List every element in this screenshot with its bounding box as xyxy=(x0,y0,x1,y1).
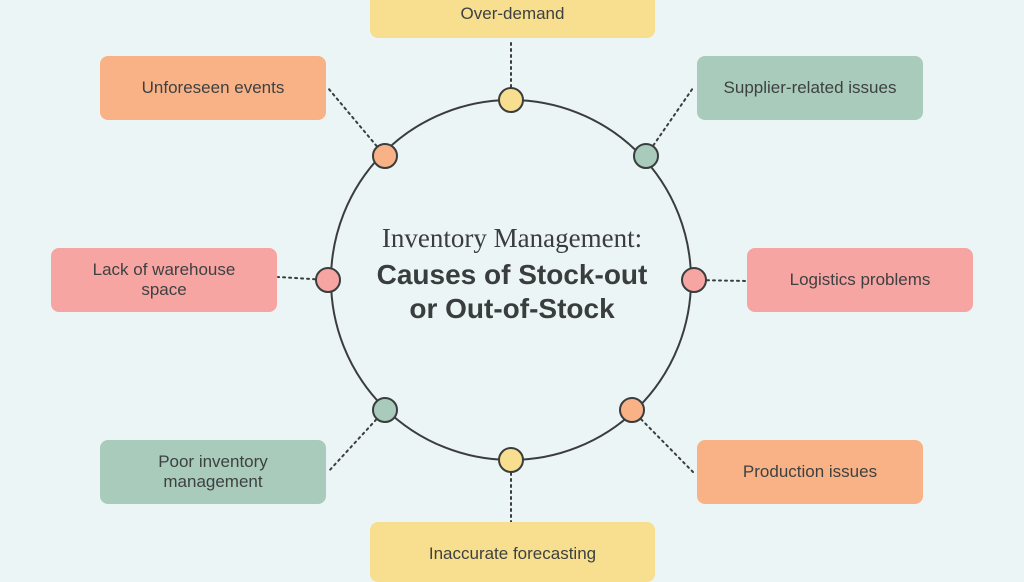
node-7 xyxy=(315,267,341,293)
connector-8 xyxy=(327,87,378,148)
node-8 xyxy=(372,143,398,169)
cause-label: Unforeseen events xyxy=(141,78,285,97)
connector-2 xyxy=(652,87,694,147)
node-4 xyxy=(619,397,645,423)
cause-label: Inaccurate forecasting xyxy=(428,544,597,563)
title-line-3: or Out-of-Stock xyxy=(409,293,615,324)
connector-7 xyxy=(277,276,317,281)
title-line-2: Causes of Stock-out xyxy=(376,259,648,290)
cause-inaccurate-forecasting: Inaccurate forecasting xyxy=(370,522,655,582)
cause-label: Lack of warehouse space xyxy=(92,260,236,299)
node-6 xyxy=(372,397,398,423)
node-5 xyxy=(498,447,524,473)
node-2 xyxy=(633,143,659,169)
title-line-1: Inventory Management: xyxy=(381,223,643,253)
cause-lack-of-warehouse-space: Lack of warehouse space xyxy=(51,248,277,312)
cause-unforeseen-events: Unforeseen events xyxy=(100,56,326,120)
cause-poor-inventory-management: Poor inventory management xyxy=(100,440,326,504)
connector-4 xyxy=(640,418,694,473)
cause-label: Production issues xyxy=(742,462,878,481)
cause-logistics-problems: Logistics problems xyxy=(747,248,973,312)
connector-3 xyxy=(705,279,748,282)
connector-6 xyxy=(327,418,378,473)
connectors xyxy=(277,39,748,523)
cause-label: Logistics problems xyxy=(789,270,931,289)
cause-over-demand: Over-demand xyxy=(370,0,655,38)
diagram-canvas xyxy=(277,39,748,523)
cause-label: Over-demand xyxy=(460,4,565,23)
nodes xyxy=(315,87,707,473)
node-3 xyxy=(681,267,707,293)
cause-label: Poor inventory management xyxy=(158,452,268,491)
cause-supplier-related-issues: Supplier-related issues xyxy=(697,56,923,120)
cause-label: Supplier-related issues xyxy=(723,78,897,97)
cause-production-issues: Production issues xyxy=(697,440,923,504)
central-title: Inventory Management: Causes of Stock-ou… xyxy=(330,222,694,326)
node-1 xyxy=(498,87,524,113)
